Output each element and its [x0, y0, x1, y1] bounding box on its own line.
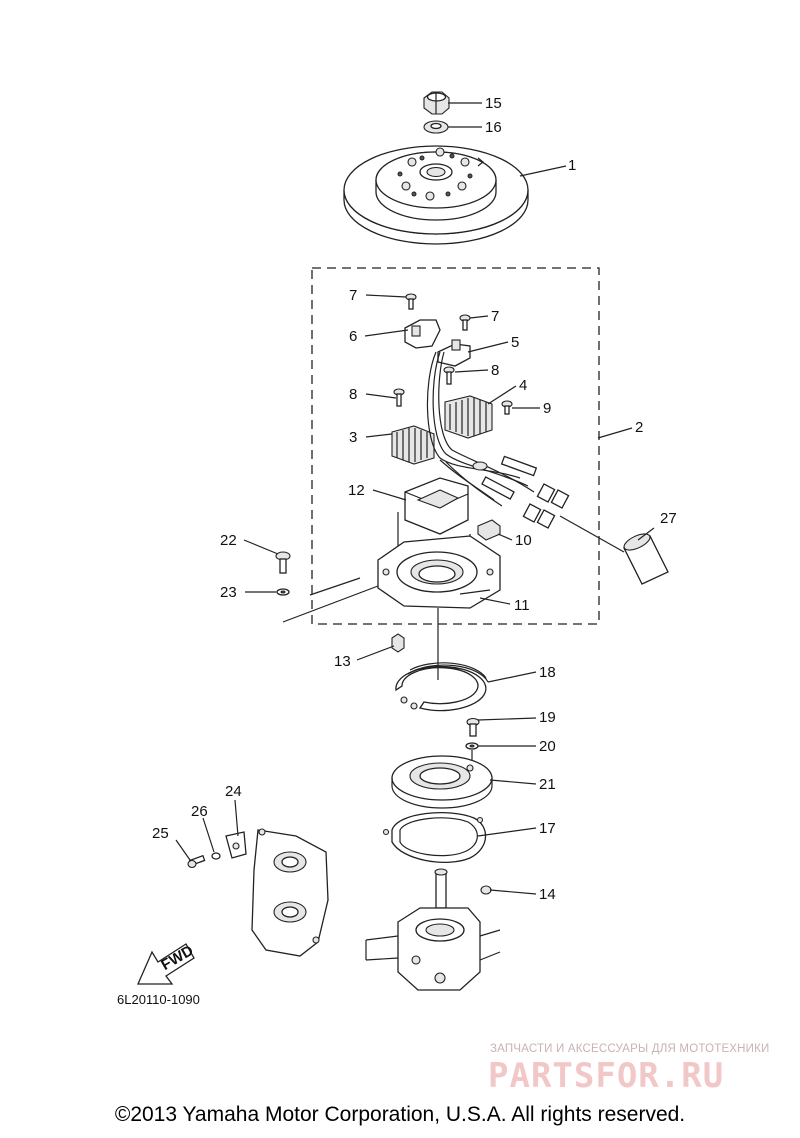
- part-8-screw-lower: [393, 388, 405, 407]
- watermark-brand: PARTSFOR.RU: [488, 1056, 725, 1096]
- part-17-gasket: [382, 812, 487, 864]
- callout-18: 18: [539, 664, 556, 681]
- callout-8-right: 8: [491, 362, 499, 379]
- part-20-washer: [465, 742, 479, 750]
- watermark-tagline: ЗАПЧАСТИ И АКСЕССУАРЫ ДЛЯ МОТОТЕХНИКИ: [490, 1043, 770, 1055]
- callout-2: 2: [635, 419, 643, 436]
- part-11-base: [377, 535, 501, 609]
- callout-20: 20: [539, 738, 556, 755]
- callout-21: 21: [539, 776, 556, 793]
- callout-17: 17: [539, 820, 556, 837]
- leader-lines: [175, 102, 655, 895]
- callout-10: 10: [515, 532, 532, 549]
- callout-16: 16: [485, 119, 502, 136]
- part-25-bolt: [187, 854, 206, 869]
- callout-13: 13: [334, 653, 351, 670]
- wire-harness: [426, 351, 570, 529]
- callout-6: 6: [349, 328, 357, 345]
- callout-9: 9: [543, 400, 551, 417]
- part-7-screw-right: [459, 314, 471, 331]
- part-1-flywheel: [343, 145, 529, 245]
- part-3-coil: [391, 425, 435, 465]
- callout-3: 3: [349, 429, 357, 446]
- part-9-screw: [501, 400, 513, 415]
- callout-24: 24: [225, 783, 242, 800]
- diagram-code: 6L20110-1090: [117, 992, 200, 1007]
- part-26-washer: [211, 852, 221, 860]
- part-4-coil: [444, 395, 493, 439]
- part-22-bolt: [275, 551, 291, 574]
- part-15-nut: [423, 91, 450, 115]
- callout-11: 11: [514, 597, 530, 614]
- part-19-bolt: [466, 717, 480, 737]
- callout-14: 14: [539, 886, 556, 903]
- part-7-screw-left: [405, 293, 417, 310]
- part-21-plate: [391, 755, 493, 809]
- part-16-washer: [423, 120, 449, 134]
- callout-25: 25: [152, 825, 169, 842]
- callout-15: 15: [485, 95, 502, 112]
- part-6-bracket: [404, 319, 441, 349]
- cylinder-block: [251, 828, 329, 957]
- callout-27: 27: [660, 510, 677, 527]
- fwd-arrow: FWD: [137, 942, 197, 985]
- callout-19: 19: [539, 709, 556, 726]
- part-24-bracket: [225, 831, 247, 859]
- callout-8-left: 8: [349, 386, 357, 403]
- part-14-seal: [480, 885, 492, 895]
- assembly-boundary: [311, 267, 600, 625]
- part-18-ring: [395, 662, 489, 712]
- callout-5: 5: [511, 334, 519, 351]
- callout-22: 22: [220, 532, 237, 549]
- callout-12: 12: [348, 482, 365, 499]
- crankcase-housing: [365, 868, 501, 991]
- callout-7-left: 7: [349, 287, 357, 304]
- callout-26: 26: [191, 803, 208, 820]
- part-13-nut: [391, 633, 405, 653]
- part-27-cap: [623, 533, 669, 585]
- part-8-screw-upper: [443, 366, 455, 385]
- callout-labels: 15 16 1 7 7 6 5 8 4 8 9 3 2 12 27 10 22 …: [152, 95, 677, 903]
- part-10-clamp: [477, 519, 501, 541]
- callout-4: 4: [519, 377, 527, 394]
- callout-7-right: 7: [491, 308, 499, 325]
- part-12-cover: [404, 477, 469, 535]
- copyright-notice: ©2013 Yamaha Motor Corporation, U.S.A. A…: [114, 1103, 686, 1126]
- part-23-washer: [276, 588, 290, 596]
- callout-23: 23: [220, 584, 237, 601]
- part-5-holder: [437, 339, 471, 367]
- callout-1: 1: [568, 157, 576, 174]
